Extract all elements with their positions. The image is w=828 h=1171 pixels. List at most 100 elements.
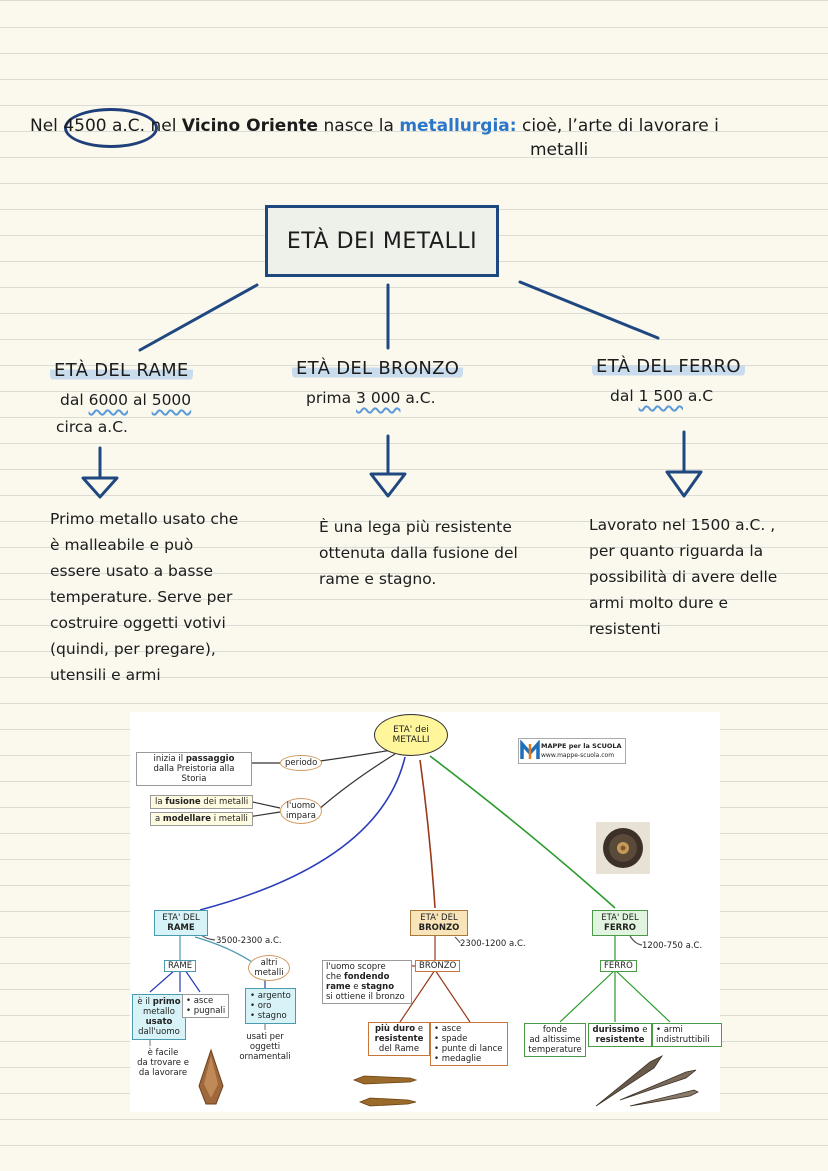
intro-rest1: cioè, l’arte di lavorare i (516, 116, 719, 136)
map-text: • asce (186, 996, 214, 1006)
age-ferro-date-post: a.C (682, 387, 714, 405)
map-text: • pugnali (186, 1006, 226, 1016)
map-text: si ottiene il bronzo (326, 992, 405, 1002)
map-text: resistente (595, 1035, 645, 1045)
map-logo-icon (519, 740, 541, 762)
age-bronzo-title-wrap: ETÀ DEL BRONZO (292, 358, 464, 379)
map-text: modellare (162, 814, 211, 824)
map-text: RAME (167, 923, 195, 933)
map-text: è facile (147, 1048, 179, 1058)
age-ferro-description: Lavorato nel 1500 a.C. , per quanto rigu… (589, 512, 777, 642)
map-passaggio: inizia il passaggio dalla Preistoria all… (136, 752, 252, 786)
desc-line: ottenuta dalla fusione del (319, 544, 518, 562)
map-text: più duro (374, 1024, 416, 1034)
map-fusione: la fusione dei metalli (150, 795, 254, 809)
age-rame-date-mid: al (128, 391, 152, 409)
map-bronzo-duro: più duro e resistente del Rame (368, 1022, 430, 1056)
map-text: la (155, 797, 166, 807)
map-text: BRONZO (418, 923, 460, 933)
map-text: fonde (542, 1025, 568, 1035)
map-root-line: ETA' dei (393, 725, 429, 735)
map-ferro-fonde: fonde ad altissime temperature (524, 1023, 586, 1057)
map-text: ornamentali (239, 1052, 291, 1062)
age-bronzo-date-post: a.C. (400, 389, 436, 407)
map-text: usato (145, 1017, 173, 1027)
shield-icon (603, 828, 643, 868)
age-rame-description: Primo metallo usato che è malleabile e p… (50, 506, 238, 688)
map-text: metallo (143, 1007, 175, 1017)
map-ferro-uses: • armi indistruttibili (652, 1023, 722, 1047)
map-text: i metalli (211, 814, 248, 824)
map-rame-uses: • asce• pugnali (182, 994, 230, 1018)
desc-line: rame e stagno. (319, 570, 437, 588)
map-text: FERRO (604, 923, 636, 933)
main-title: ETÀ DEI METALLI (286, 228, 478, 254)
map-text: stagno (361, 982, 395, 992)
age-ferro-date: dal 1 500 a.C (610, 383, 713, 409)
intro-place: Vicino Oriente (181, 116, 319, 136)
map-text: • medaglie (434, 1054, 482, 1064)
iron-spearheads-image (595, 1054, 699, 1107)
map-bronzo-date: 2300-1200 a.C. (460, 939, 526, 949)
map-text: dall'uomo (138, 1027, 180, 1037)
map-rame-metals: • argento • oro • stagno (245, 988, 296, 1024)
desc-line: è malleabile e può (50, 536, 194, 554)
map-text: e (350, 982, 362, 992)
map-root-line: METALLI (392, 735, 430, 745)
desc-line: utensili e armi (50, 666, 161, 684)
map-text: metalli (254, 968, 284, 978)
map-text: fusione (165, 797, 201, 807)
map-text: oggetti (249, 1042, 281, 1052)
map-text: impara (286, 811, 316, 821)
map-text: ETA' DEL (420, 913, 458, 923)
map-text: l'uomo scopre (326, 962, 386, 972)
desc-line: temperature. Serve per (50, 588, 233, 606)
map-text: • armi (656, 1025, 683, 1035)
desc-line: È una lega più resistente (319, 518, 512, 536)
map-text: indistruttibili (656, 1035, 710, 1045)
map-text: • oro (250, 1001, 272, 1011)
map-ferro-durissimo: durissimo e resistente (588, 1023, 652, 1047)
map-text: temperature (528, 1045, 582, 1055)
intro-sentence: Nel 4500 a.C. nel Vicino Oriente nasce l… (30, 113, 719, 139)
map-ferro-date: 1200-750 a.C. (642, 941, 703, 951)
map-text: durissimo (592, 1025, 640, 1035)
map-text: è il (137, 997, 153, 1007)
desc-line: costruire oggetti votivi (50, 614, 226, 632)
age-bronzo-description: È una lega più resistente ottenuta dalla… (319, 514, 518, 592)
map-text: e (415, 1024, 424, 1034)
map-logo-url: www.mappe-scuola.com (541, 752, 615, 759)
map-text: altri (260, 958, 278, 968)
main-title-box: ETÀ DEI METALLI (265, 205, 499, 277)
map-text: e (639, 1025, 648, 1035)
date-circle-highlight (64, 108, 158, 148)
map-periodo: periodo (280, 755, 323, 771)
age-rame-date: dal 6000 al 5000 (60, 387, 191, 413)
intro-mid2: nasce la (318, 116, 400, 136)
age-ferro-title: ETÀ DEL FERRO (592, 356, 745, 377)
age-bronzo-date-a: 3 000 (356, 389, 401, 407)
map-text: • asce (434, 1024, 462, 1034)
age-rame-date-line2: circa a.C. (56, 418, 128, 436)
desc-line: essere usato a basse (50, 562, 214, 580)
map-text: fondendo (344, 972, 390, 982)
map-text: che (326, 972, 344, 982)
desc-line: resistenti (589, 620, 661, 638)
intro-mid1: nel (145, 116, 182, 136)
map-text: ETA' DEL (601, 913, 639, 923)
map-text: ad altissime (529, 1035, 581, 1045)
desc-line: (quindi, per pregare), (50, 640, 216, 658)
age-rame-title: ETÀ DEL RAME (50, 360, 193, 381)
age-bronzo-date-pre: prima (306, 389, 357, 407)
map-rame-usati: usati per oggetti ornamentali (238, 1032, 292, 1062)
intro-date: 4500 a.C. (63, 116, 146, 136)
age-ferro-title-wrap: ETÀ DEL FERRO (592, 356, 745, 377)
map-bronzo-uses: • asce • spade • punte di lance • medagl… (430, 1022, 508, 1066)
map-modellare: a modellare i metalli (150, 812, 253, 826)
map-text: • spade (434, 1034, 468, 1044)
map-rame-facile: è facile da trovare e da lavorare (132, 1048, 194, 1078)
age-rame-date-b: 5000 (151, 391, 192, 409)
